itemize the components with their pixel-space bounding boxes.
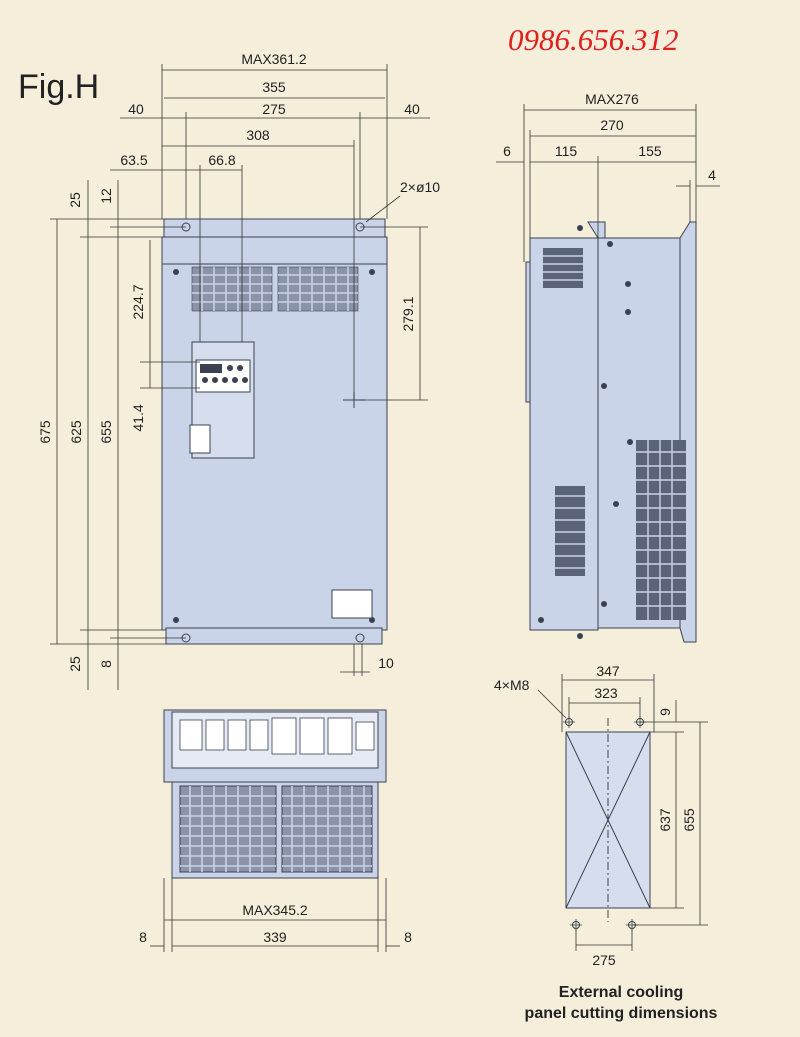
front-dimension-lines bbox=[50, 64, 430, 690]
dim-max-345-2: MAX345.2 bbox=[242, 902, 308, 918]
dim-4: 4 bbox=[708, 167, 716, 183]
bottom-fan-right bbox=[281, 785, 373, 873]
bottom-view bbox=[163, 709, 387, 879]
dim-bottom-8: 8 bbox=[98, 660, 114, 668]
cutout-caption-line1: External cooling bbox=[559, 984, 683, 1001]
dim-270: 270 bbox=[600, 117, 624, 133]
dim-355: 355 bbox=[262, 79, 286, 95]
front-bottom-flange bbox=[165, 627, 383, 645]
dim-9: 9 bbox=[657, 708, 673, 716]
dim-625: 625 bbox=[68, 420, 84, 444]
dim-115: 115 bbox=[555, 143, 578, 159]
dim-347: 347 bbox=[596, 663, 620, 679]
cutout-caption-line2: panel cutting dimensions bbox=[525, 1005, 718, 1022]
dim-max-276: MAX276 bbox=[585, 91, 639, 107]
dim-holes: 2×ø10 bbox=[400, 179, 440, 195]
front-vents-left bbox=[191, 266, 273, 312]
bottom-dimension-lines bbox=[150, 878, 400, 952]
side-dimension-lines bbox=[496, 104, 720, 262]
front-nameplate bbox=[331, 589, 373, 619]
front-view bbox=[161, 218, 388, 645]
dim-675: 675 bbox=[37, 420, 53, 444]
dim-655: 655 bbox=[98, 420, 114, 444]
side-view bbox=[525, 221, 697, 643]
dim-bottom-left-8: 8 bbox=[139, 929, 147, 945]
dim-max-361-2: MAX361.2 bbox=[241, 51, 307, 67]
dim-637: 637 bbox=[657, 808, 673, 832]
dim-275: 275 bbox=[262, 101, 286, 117]
dim-bottom-right-8: 8 bbox=[404, 929, 412, 945]
dim-cutout-655: 655 bbox=[681, 808, 697, 832]
dim-left-40: 40 bbox=[128, 101, 144, 117]
dim-top-25: 25 bbox=[67, 192, 83, 208]
dim-cutout-275: 275 bbox=[592, 952, 616, 968]
dim-41-4: 41.4 bbox=[130, 404, 146, 431]
panel-cutout bbox=[563, 716, 651, 931]
bottom-fan-left bbox=[179, 785, 277, 873]
dim-155: 155 bbox=[638, 143, 662, 159]
dim-right-40: 40 bbox=[404, 101, 420, 117]
dim-66-8: 66.8 bbox=[208, 152, 235, 168]
front-port bbox=[189, 424, 211, 454]
dim-339: 339 bbox=[263, 929, 287, 945]
phone-number: 0986.656.312 bbox=[508, 22, 679, 57]
dim-63-5: 63.5 bbox=[120, 152, 147, 168]
dim-279-1: 279.1 bbox=[400, 296, 416, 331]
figure-label: Fig.H bbox=[18, 68, 99, 106]
front-vents-right bbox=[277, 266, 359, 312]
dim-308: 308 bbox=[246, 127, 270, 143]
dim-224-7: 224.7 bbox=[130, 284, 146, 319]
dim-bottom-10: 10 bbox=[378, 655, 394, 671]
dim-top-12: 12 bbox=[98, 188, 114, 204]
dim-6: 6 bbox=[503, 143, 511, 159]
dim-323: 323 bbox=[594, 685, 618, 701]
cutout-dimension-lines bbox=[537, 674, 708, 951]
dim-bottom-25: 25 bbox=[67, 656, 83, 672]
dim-bolts: 4×M8 bbox=[494, 677, 530, 693]
